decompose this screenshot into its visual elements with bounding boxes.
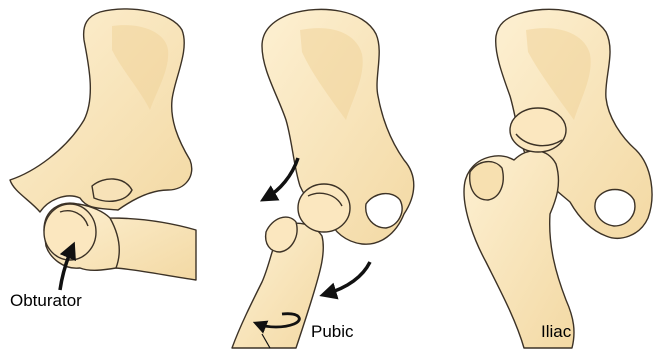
pubic-arrow-upper — [266, 158, 298, 198]
label-pubic: Pubic — [311, 322, 354, 342]
label-obturator: Obturator — [10, 291, 82, 311]
iliac-obturator-foramen — [595, 190, 635, 227]
obturator-hip-illustration — [10, 9, 196, 280]
pubic-hip-illustration — [232, 9, 414, 348]
pubic-femoral-head — [298, 184, 350, 232]
iliac-hip-illustration — [464, 9, 652, 348]
pubic-arrow-lower — [326, 262, 370, 294]
label-iliac: Iliac — [541, 322, 571, 342]
